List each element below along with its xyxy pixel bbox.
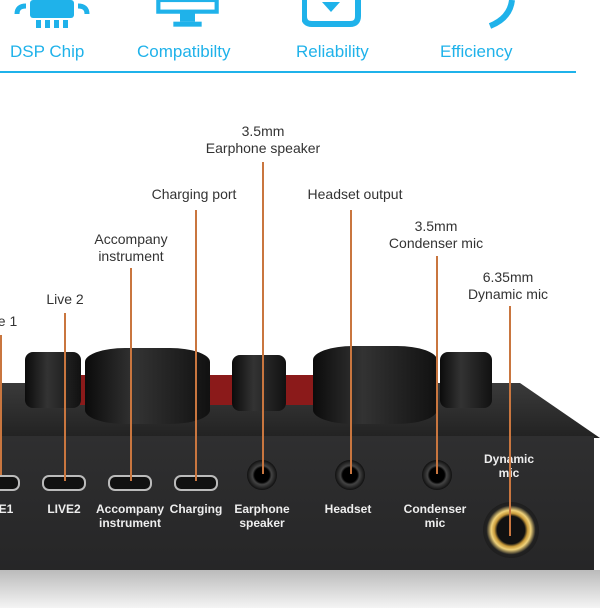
port-label-live1: E1 xyxy=(0,502,14,516)
dynamic-mic-jack xyxy=(483,502,539,558)
feature-efficiency: Efficiency xyxy=(440,42,513,61)
callout-line xyxy=(64,313,66,481)
callout-line xyxy=(262,162,264,474)
callout-headset: Headset output xyxy=(307,186,403,202)
live1-port xyxy=(0,475,20,491)
callout-dynamic: 6.35mm Dynamic mic xyxy=(467,269,549,302)
callout-line xyxy=(195,210,197,481)
port-label-condenser: Condenser mic xyxy=(403,502,467,530)
knob-large[interactable] xyxy=(85,348,210,424)
port-label-headset: Headset xyxy=(324,502,372,516)
monitor-icon xyxy=(156,0,219,27)
feature-compatibility: Compatibilty xyxy=(137,42,231,61)
knob[interactable] xyxy=(440,352,492,408)
knob[interactable] xyxy=(25,352,81,408)
port-label-earphone: Earphone speaker xyxy=(234,502,290,530)
knob-large[interactable] xyxy=(313,346,437,424)
callout-live2: Live 2 xyxy=(46,291,84,307)
reflection xyxy=(0,570,600,608)
shield-check-icon xyxy=(302,0,361,27)
callout-line xyxy=(130,268,132,481)
callout-live1: ve 1 xyxy=(0,313,18,329)
divider xyxy=(0,71,576,73)
feature-reliability: Reliability xyxy=(296,42,369,61)
port-label-accompany: Accompany instrument xyxy=(95,502,165,530)
knob[interactable] xyxy=(232,355,286,411)
callout-accompany: Accompany instrument xyxy=(94,231,168,264)
callout-line xyxy=(509,306,511,536)
port-label-live2: LIVE2 xyxy=(47,502,81,516)
callout-line xyxy=(0,335,2,475)
efficiency-icon xyxy=(488,0,515,29)
callout-line xyxy=(436,256,438,474)
callout-line xyxy=(350,210,352,474)
callout-condenser: 3.5mm Condenser mic xyxy=(388,218,484,251)
dsp-chip-icon xyxy=(14,0,90,28)
port-label-charging: Charging xyxy=(169,502,223,516)
callout-earphone: 3.5mm Earphone speaker xyxy=(205,123,321,156)
callout-charging: Charging port xyxy=(151,186,237,202)
feature-dsp-chip: DSP Chip xyxy=(10,42,85,61)
